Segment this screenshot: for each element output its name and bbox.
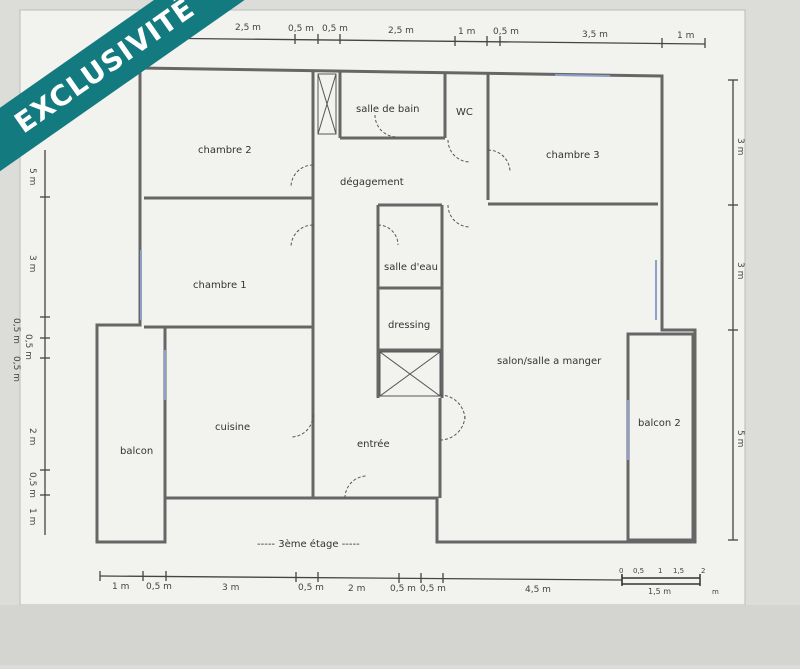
dim-label: 0,5 m [23, 334, 33, 360]
scale-tick: 0,5 [633, 567, 644, 575]
bottom-dimension-labels: 1 m 0,5 m 3 m 0,5 m 2 m 0,5 m 0,5 m 4,5 … [112, 582, 551, 595]
top-dimension-line [139, 34, 706, 48]
scale-bar: 0 0,5 1 1,5 2 1,5 m m [619, 567, 719, 596]
dim-label: 2,5 m [388, 26, 414, 36]
dim-label: 0,5 m [146, 582, 172, 592]
floor-label: ----- 3ème étage ----- [257, 538, 360, 550]
room-label-balcon-2: balcon 2 [638, 418, 681, 429]
dim-label: 3 m [27, 255, 37, 272]
dim-label: 2 m [27, 428, 37, 445]
dim-label: 3 m [222, 583, 239, 593]
paper [19, 9, 746, 606]
room-label-wc: WC [456, 107, 473, 118]
dim-label: 2,5 m [235, 23, 261, 33]
room-label-chambre-1: chambre 1 [193, 280, 247, 291]
scale-tick: 2 [701, 567, 705, 575]
dim-label: 3 m [735, 262, 745, 279]
scale-unit: m [712, 588, 719, 596]
windows [140, 74, 657, 460]
dim-label: 0,5 m [288, 24, 314, 34]
dim-label: 3 m [735, 138, 745, 155]
room-label-salle-eau: salle d'eau [384, 262, 438, 273]
screen-bezel [0, 605, 800, 665]
room-label-balcon: balcon [120, 446, 153, 457]
dim-label: 0,5 m [27, 472, 37, 498]
doors [290, 114, 511, 499]
room-label-dressing: dressing [388, 320, 430, 331]
dim-label: 1 m [27, 508, 37, 525]
right-dimension-line [728, 79, 738, 541]
room-label-chambre-2: chambre 2 [198, 145, 252, 156]
dim-label: 3,5 m [582, 30, 608, 40]
dim-label: 1 m [112, 582, 129, 592]
dim-label: 0,5 m [298, 583, 324, 593]
dim-label: 0,5 m [493, 27, 519, 37]
room-label-degagement: dégagement [340, 176, 404, 188]
dim-label: 5 m [735, 430, 745, 447]
top-dimension-labels: 2,5 m 0,5 m 0,5 m 2,5 m 1 m 0,5 m 3,5 m … [235, 23, 694, 41]
scale-tick: 1,5 [673, 567, 684, 575]
scale-tick: 0 [619, 567, 623, 575]
dim-label: 0,5 m [390, 584, 416, 594]
dim-label: 0,5 m [11, 356, 21, 382]
dim-label: 0,5 m [420, 584, 446, 594]
dim-label: 5 m [27, 168, 37, 185]
scale-label: 1,5 m [648, 587, 671, 596]
dim-label: 0,5 m [11, 318, 21, 344]
room-label-salon: salon/salle a manger [497, 356, 602, 367]
left-dimension-line [40, 150, 50, 535]
scale-tick: 1 [658, 567, 662, 575]
room-label-entree: entrée [357, 438, 390, 450]
dim-label: 4,5 m [525, 585, 551, 595]
dim-label: 2 m [348, 584, 365, 594]
room-label-salle-de-bain: salle de bain [356, 104, 420, 115]
dim-label: 1 m [677, 31, 694, 41]
cross-shafts [317, 73, 441, 397]
left-dimension-labels: 5 m 3 m 0,5 m 0,5 m 0,5 m 2 m 0,5 m 1 m [11, 168, 37, 525]
dim-label: 0,5 m [322, 24, 348, 34]
dim-label: 1 m [458, 27, 475, 37]
room-label-chambre-3: chambre 3 [546, 150, 600, 161]
walls [95, 66, 697, 544]
room-label-cuisine: cuisine [215, 422, 250, 433]
